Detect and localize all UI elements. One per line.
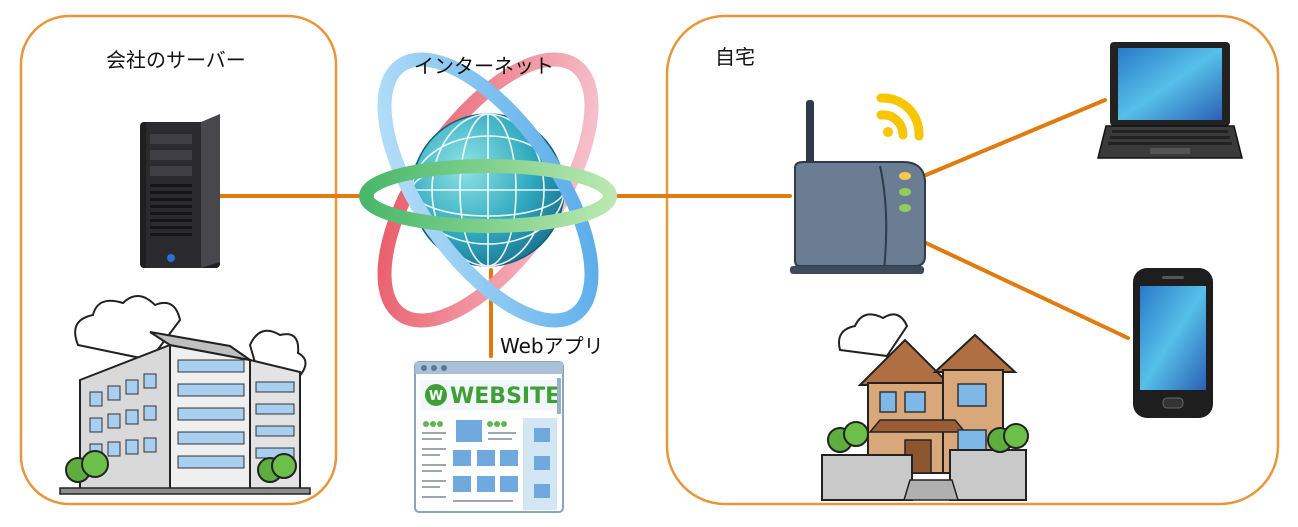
- home-frame: [665, 14, 1280, 506]
- web-app-label: Webアプリ: [500, 334, 604, 358]
- office-building-icon: [59, 295, 311, 495]
- wifi-router-icon: [790, 100, 926, 274]
- line-router-laptop: [924, 98, 1107, 177]
- connection-lines: [216, 98, 1130, 358]
- line-router-phone: [924, 241, 1130, 340]
- website-logo-letter: W: [429, 389, 443, 404]
- globe-network-icon: [359, 52, 617, 328]
- website-window-icon: W WEBSITE: [414, 361, 564, 513]
- laptop-icon: [1097, 42, 1243, 159]
- internet-label: インターネット: [414, 54, 554, 78]
- website-title: WEBSITE: [450, 384, 560, 409]
- wifi-signal-icon: [876, 93, 924, 141]
- server-tower-icon: [140, 114, 220, 268]
- house-icon: [821, 313, 1029, 501]
- company-frame: [19, 14, 338, 506]
- smartphone-icon: [1133, 268, 1213, 418]
- home-label: 自宅: [715, 45, 755, 69]
- company-server-label: 会社のサーバー: [106, 48, 246, 72]
